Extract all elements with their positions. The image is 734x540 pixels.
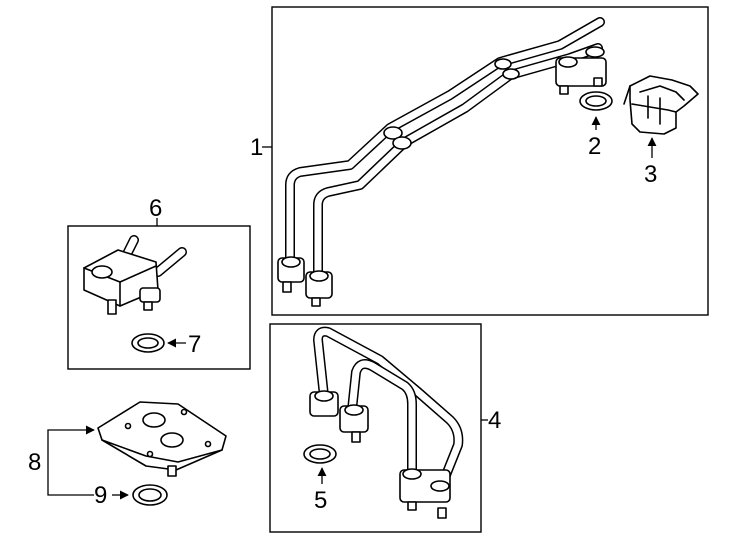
callout-7: 7	[188, 331, 201, 358]
pipe-assembly-4	[309, 326, 464, 519]
cooler-line-assembly-1	[277, 17, 607, 307]
leader-8b	[47, 462, 94, 496]
callout-9: 9	[94, 482, 107, 509]
tube-bracket-6	[83, 235, 187, 315]
bracket-3	[623, 75, 699, 135]
adapter-plate-8	[97, 401, 227, 477]
callout-1: 1	[250, 134, 263, 161]
gasket-2	[579, 91, 613, 111]
callout-2: 2	[588, 133, 601, 160]
callout-3: 3	[644, 161, 657, 188]
group-box-1	[271, 6, 709, 316]
callout-6: 6	[149, 195, 162, 222]
callout-5: 5	[314, 487, 327, 514]
leader-8a	[47, 425, 95, 462]
group-box-4	[269, 323, 482, 533]
group-box-6	[67, 225, 251, 370]
gasket-9	[132, 484, 168, 506]
callout-4: 4	[488, 407, 501, 434]
gasket-5	[303, 444, 337, 464]
callout-8: 8	[28, 449, 41, 476]
gasket-7	[131, 333, 165, 353]
